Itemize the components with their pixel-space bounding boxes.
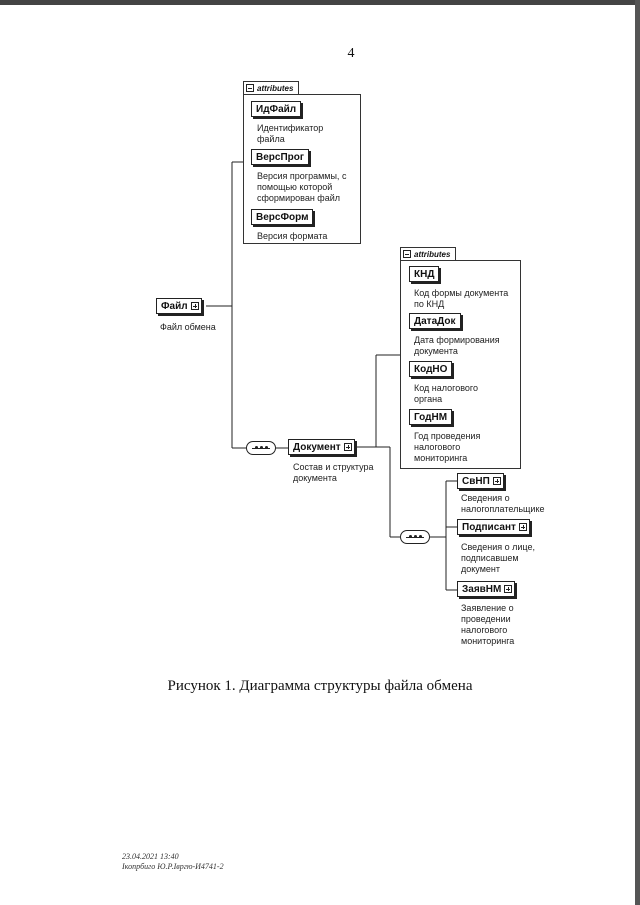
sequence-icon [400,530,430,544]
collapse-icon[interactable] [246,84,254,92]
expand-icon[interactable] [492,477,501,485]
page-number: 4 [347,46,355,61]
document-desc: Состав и структура документа [293,462,374,483]
attr-versform-node[interactable]: ВерсФорм [251,209,314,225]
child-zayavnm-desc: Заявление о проведении налогового монито… [461,603,515,646]
child-svnp-desc: Сведения о налогоплательщике [461,493,545,514]
child-svnp-node[interactable]: СвНП [457,473,504,489]
expand-icon[interactable] [504,585,513,593]
root-node[interactable]: Файл [156,298,202,314]
attr-knd-desc: Код формы документа по КНД [414,288,509,309]
attr-idfile-node[interactable]: ИдФайл [251,101,302,117]
expand-icon[interactable] [518,523,527,531]
figure-caption: Рисунок 1. Диаграмма структуры файла обм… [167,678,473,694]
attr-knd-node[interactable]: КНД [409,266,440,282]
root-attributes-header: attributes [243,81,299,94]
attr-kodno-desc: Код налогового органа [414,383,479,404]
child-zayavnm-node[interactable]: ЗаявНМ [457,581,516,597]
expand-icon[interactable] [343,443,352,451]
scan-edge-top [0,0,640,5]
expand-icon[interactable] [190,302,199,310]
attr-godnm-desc: Год проведения налогового мониторинга [414,431,481,463]
document-attributes-header: attributes [400,247,456,260]
attributes-label: attributes [257,83,294,93]
footer-date: 23.04.2021 13:40 [122,852,179,861]
document-node[interactable]: Документ [288,439,355,455]
attributes-label: attributes [414,249,451,259]
attr-datadok-desc: Дата формирования документа [414,335,500,356]
attr-versprog-node[interactable]: ВерсПрог [251,149,310,165]
attr-versform-desc: Версия формата [257,231,328,241]
collapse-icon[interactable] [403,250,411,258]
attr-datadok-node[interactable]: ДатаДок [409,313,461,329]
attr-versprog-desc: Версия программы, с помощью которой сфор… [257,171,347,203]
footer-author: Ікопрбиго Ю.Р.Івргю-И4741-2 [122,862,224,871]
child-podpisant-node[interactable]: Подписант [457,519,530,535]
sequence-icon [246,441,276,455]
root-desc: Файл обмена [160,322,216,332]
footer: 23.04.2021 13:40 Ікопрбиго Ю.Р.Івргю-И47… [122,852,224,872]
attr-kodno-node[interactable]: КодНО [409,361,453,377]
child-podpisant-desc: Сведения о лице, подписавшем документ [461,542,535,574]
attr-godnm-node[interactable]: ГодНМ [409,409,453,425]
attr-idfile-desc: Идентификатор файла [257,123,324,144]
scan-edge-right [635,0,640,905]
